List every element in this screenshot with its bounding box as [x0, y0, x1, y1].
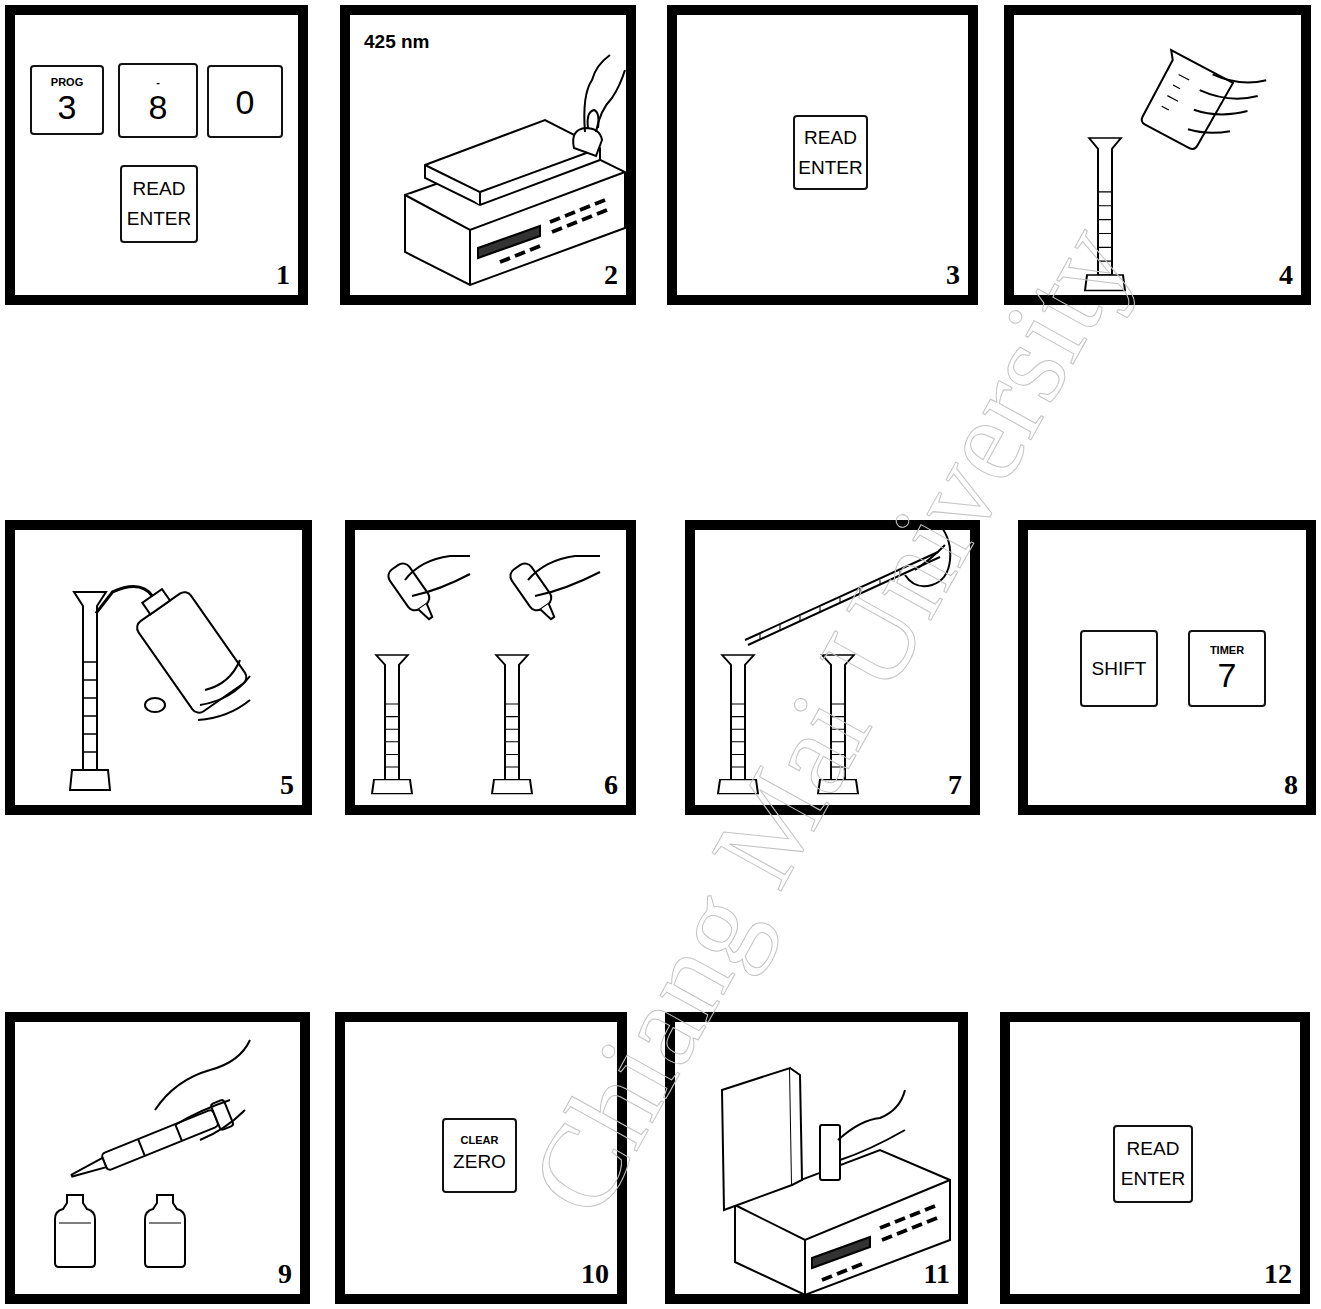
key-label: 8	[149, 89, 168, 125]
key-label: ZERO	[451, 1147, 508, 1177]
step-panel: 12 READ ENTER	[1000, 1012, 1310, 1304]
keypad-key: READ ENTER	[793, 115, 868, 190]
key-label: SHIFT	[1090, 654, 1149, 684]
key-label: READ ENTER	[122, 174, 196, 234]
keypad-key: SHIFT	[1080, 630, 1158, 707]
step-panel: 11	[665, 1012, 968, 1304]
pipettor	[67, 1099, 234, 1188]
dropper-bottles	[385, 556, 600, 625]
step-panel: 425 nm 2	[340, 5, 636, 305]
step-panel: 3 READ ENTER	[667, 5, 978, 305]
sample-vial	[55, 1195, 95, 1267]
keypad-key: 0	[207, 65, 283, 138]
graduated-cylinder	[492, 655, 532, 794]
spectrophotometer	[722, 1068, 950, 1295]
graduated-cylinder	[818, 655, 858, 794]
step-number: 9	[278, 1258, 292, 1290]
step-number: 8	[1284, 769, 1298, 801]
step-number: 2	[604, 259, 618, 291]
keypad-key: TIMER7	[1188, 630, 1266, 707]
key-label: PROG	[51, 76, 83, 89]
wavelength-note: 425 nm	[364, 31, 429, 53]
key-label: READ ENTER	[795, 123, 866, 183]
keypad-key: CLEARZERO	[442, 1118, 517, 1193]
graduated-cylinder	[1085, 138, 1125, 290]
key-label: TIMER	[1210, 644, 1244, 657]
graduated-cylinder	[70, 592, 110, 790]
step-panel: 5	[5, 520, 312, 815]
step-panel: 9	[5, 1012, 310, 1304]
step-number: 1	[276, 259, 290, 291]
step-number: 7	[948, 769, 962, 801]
step-panel: 1PROG3-80READ ENTER	[5, 5, 308, 305]
graduated-cylinder	[718, 655, 758, 794]
pipette	[745, 525, 950, 645]
key-label: READ ENTER	[1115, 1134, 1191, 1194]
step-panel: 7	[685, 520, 980, 815]
step-number: 12	[1264, 1258, 1292, 1290]
key-label: 7	[1218, 657, 1237, 693]
keypad-key: READ ENTER	[1113, 1125, 1193, 1203]
beaker	[1135, 34, 1267, 165]
step-number: 4	[1279, 259, 1293, 291]
graduated-cylinder	[372, 655, 412, 794]
key-label: -	[156, 76, 160, 89]
step-panel: 10 CLEARZERO	[335, 1012, 627, 1304]
step-panel: 4	[1004, 5, 1311, 305]
keypad-key: -8	[118, 63, 198, 138]
key-label: 3	[58, 89, 77, 125]
key-label: CLEAR	[461, 1134, 499, 1147]
step-number: 3	[946, 259, 960, 291]
keypad-key: PROG3	[30, 65, 104, 135]
watermark: Chiang Mai University	[501, 203, 1158, 1238]
step-panel: 8 SHIFT TIMER7	[1018, 520, 1316, 815]
keypad-key: READ ENTER	[120, 165, 198, 243]
sample-vial	[145, 1195, 185, 1267]
step-number: 10	[581, 1258, 609, 1290]
spectrophotometer	[405, 55, 625, 285]
key-label: 0	[236, 84, 255, 120]
step-number: 6	[604, 769, 618, 801]
wash-bottle	[91, 556, 249, 729]
step-panel: 6	[345, 520, 636, 815]
step-number: 5	[280, 769, 294, 801]
step-number: 11	[924, 1258, 950, 1290]
